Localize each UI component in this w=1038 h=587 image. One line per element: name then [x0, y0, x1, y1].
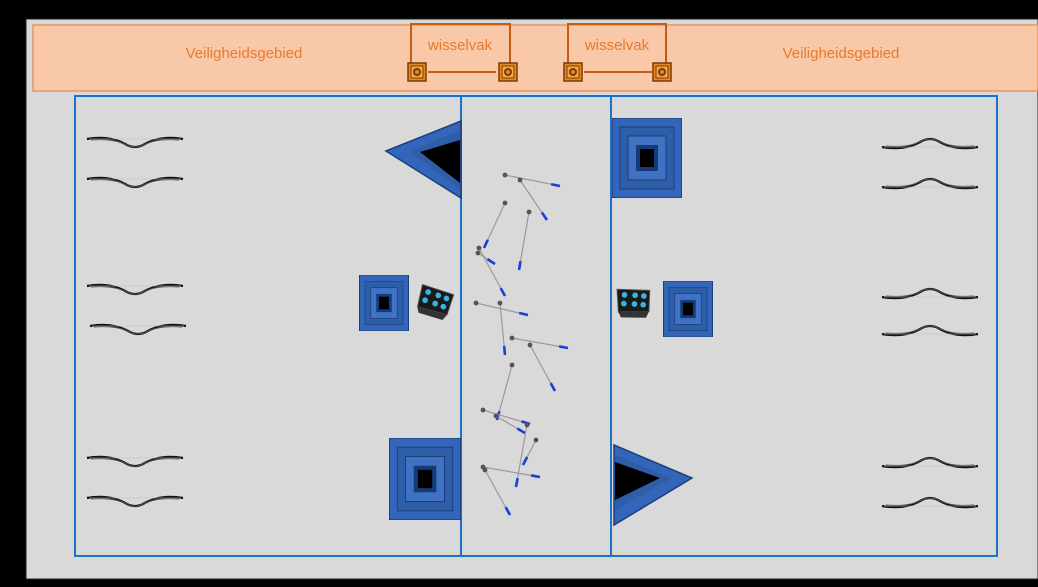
speaker-icon: [407, 62, 427, 82]
arrow-icon: [514, 422, 530, 488]
swap-zone-label: wisselvak: [427, 37, 493, 54]
speaker-icon: [652, 62, 672, 82]
triangle-target-icon: [384, 119, 462, 200]
safety-zone-label-left: Veiligheidsgebied: [186, 45, 303, 62]
square-target-icon: [612, 118, 682, 198]
square-target-icon: [359, 275, 409, 331]
swap-zone-right: wisselvak: [563, 23, 672, 82]
speaker-icon: [498, 62, 518, 82]
arrow-icon: [473, 300, 529, 317]
arrow-icon: [475, 250, 496, 266]
arrow-icon: [497, 300, 507, 356]
arrow-icon: [493, 413, 526, 435]
arrow-icon: [482, 467, 512, 516]
arrow-icon: [517, 177, 549, 221]
triangle-target-icon: [613, 443, 694, 527]
arrow-icon: [509, 335, 569, 350]
swap-zone-left: wisselvak: [407, 23, 518, 82]
arrow-icon: [482, 200, 508, 249]
speaker-icon: [563, 62, 583, 82]
safety-zone-band: [32, 24, 1038, 92]
arrow-icon: [521, 437, 539, 466]
square-target-icon: [389, 438, 461, 520]
arrow-icon: [480, 464, 541, 479]
arrows-group: [473, 172, 569, 516]
square-target-icon: [663, 281, 713, 337]
swap-zone-label: wisselvak: [584, 37, 650, 54]
arrow-icon: [517, 209, 532, 271]
safety-zone-label-right: Veiligheidsgebied: [783, 45, 900, 62]
playing-field: [74, 95, 998, 557]
arrow-icon: [527, 342, 557, 392]
arrow-icon: [502, 172, 561, 188]
